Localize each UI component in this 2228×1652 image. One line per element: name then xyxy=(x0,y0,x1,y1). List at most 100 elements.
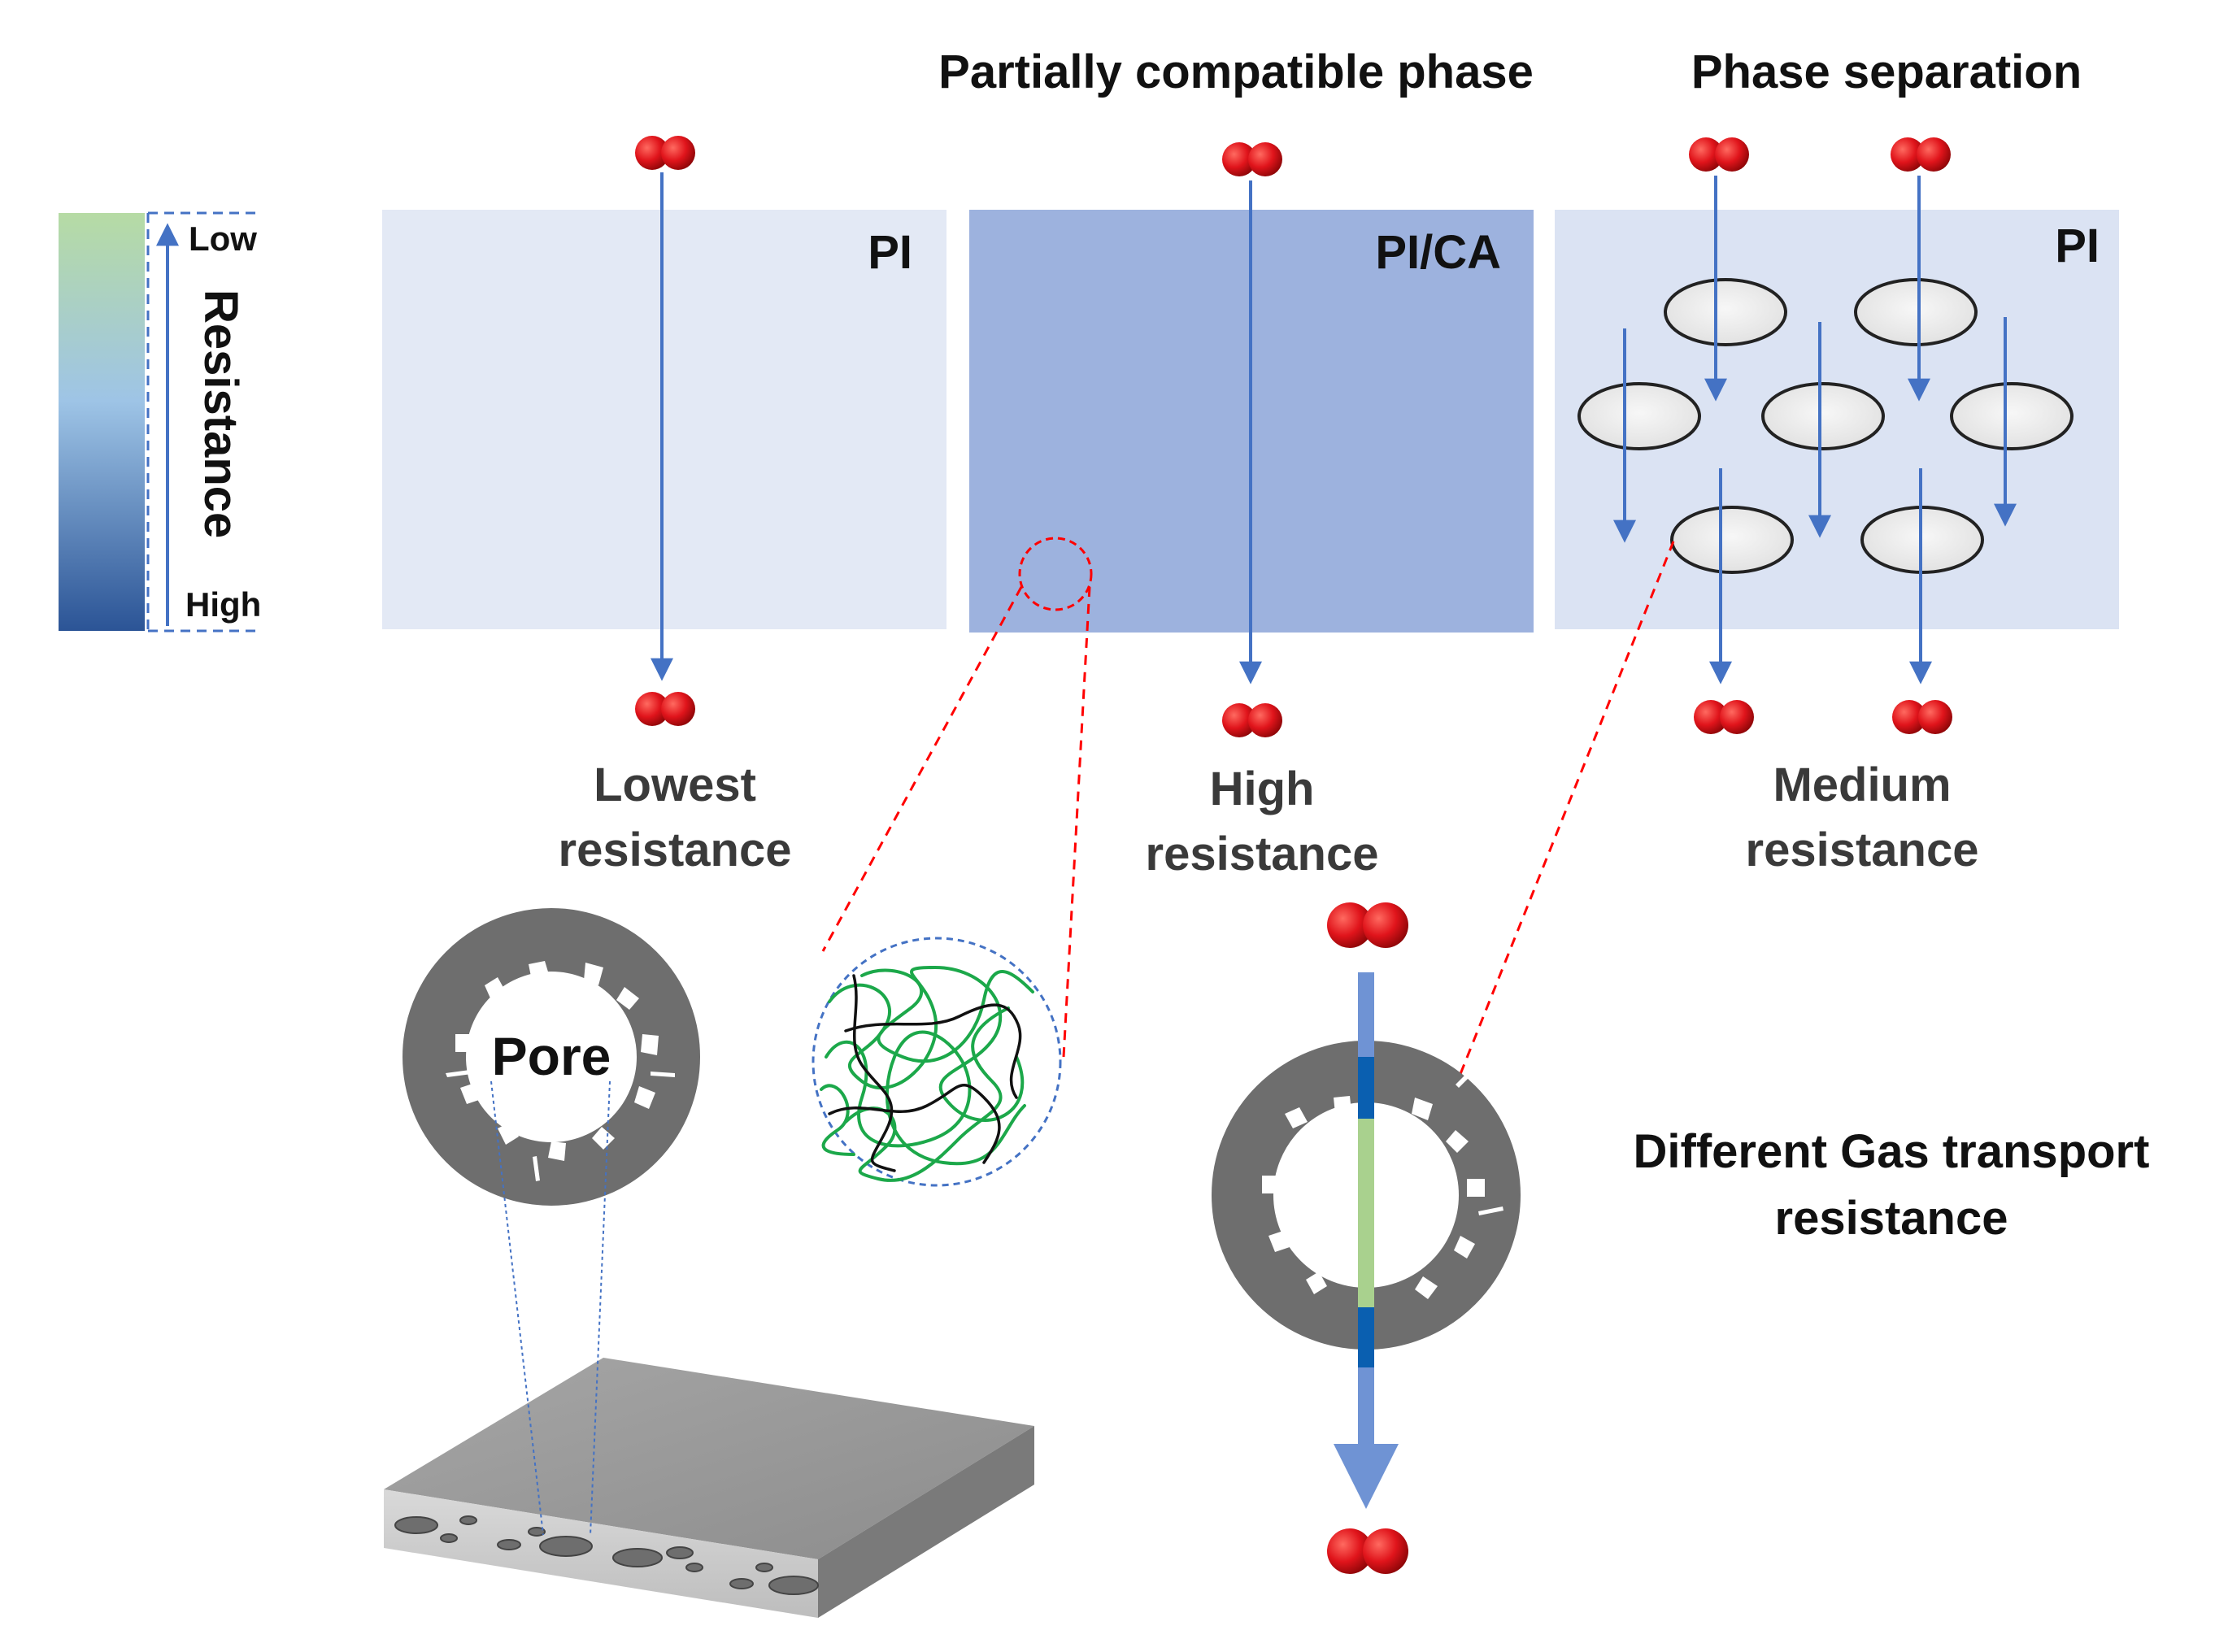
ring-void xyxy=(634,1086,655,1109)
pore-ring-left: Pore xyxy=(403,908,700,1206)
ring-void xyxy=(1285,1107,1308,1128)
high-resistance-segment xyxy=(1358,1307,1374,1367)
slab-pore xyxy=(729,1578,754,1589)
pi-left-block xyxy=(382,210,946,629)
slab-pore xyxy=(459,1515,477,1525)
gas-transport-line2: resistance xyxy=(1775,1192,2008,1245)
gas-molecule xyxy=(1689,137,1749,172)
phase-domains xyxy=(1577,278,2074,574)
ring-void xyxy=(455,1034,473,1052)
phase-gas-arrows xyxy=(1613,176,2017,685)
panel-pi-left: PI Lowest resistance xyxy=(382,136,946,876)
polymer-chain xyxy=(820,1084,855,1156)
phase-domain xyxy=(1950,382,2074,450)
pore-label: Pore xyxy=(492,1026,611,1086)
ring-void xyxy=(1262,1176,1280,1193)
heading-phase-separation: Phase separation xyxy=(1691,46,2082,98)
legend-low-label: Low xyxy=(189,220,257,258)
pi-left-caption-line2: resistance xyxy=(559,824,792,876)
zoom-lines xyxy=(821,541,1675,1095)
pi-left-caption-line1: Lowest xyxy=(594,759,756,811)
gas-transport-line1: Different Gas transport xyxy=(1634,1125,2150,1178)
green-polymer-chains xyxy=(820,965,1034,1182)
phase-domain xyxy=(1854,278,1978,346)
polymer-chain xyxy=(860,968,1034,1063)
ring-void xyxy=(641,1034,659,1055)
gas-molecule xyxy=(1891,137,1951,172)
ring-crack xyxy=(1456,1068,1475,1088)
zoom-line xyxy=(821,586,1023,952)
ring-void xyxy=(1454,1236,1475,1259)
legend-gradient-bar xyxy=(59,213,145,631)
pore-zoom-lines xyxy=(490,1080,611,1536)
ring-void xyxy=(529,961,550,980)
high-resistance-segment xyxy=(1358,1057,1374,1119)
pi-right-label: PI xyxy=(2055,220,2100,272)
gas-molecule xyxy=(1222,703,1282,737)
slab-pore xyxy=(440,1533,458,1543)
slab-pore xyxy=(394,1516,438,1534)
gas-molecule xyxy=(1694,700,1754,734)
phase-domain xyxy=(1761,382,1885,450)
slab-side-face xyxy=(818,1426,1034,1618)
ring-void xyxy=(1334,1096,1351,1114)
slab-pores xyxy=(394,1515,819,1595)
ring-void xyxy=(1306,1272,1327,1294)
low-resistance-segment xyxy=(1358,1119,1374,1307)
pi-right-caption-line1: Medium xyxy=(1773,759,1951,811)
panel-pi-right: PI Medium resistance xyxy=(1555,137,2119,876)
ring-void xyxy=(1268,1231,1290,1252)
ring-crack xyxy=(446,1070,472,1077)
ring-voids xyxy=(1262,1068,1503,1299)
zoom-line xyxy=(1451,541,1675,1095)
pi-left-label: PI xyxy=(868,226,912,279)
phase-domain xyxy=(1670,506,1794,574)
ring-void xyxy=(460,1083,481,1104)
ring-void xyxy=(616,987,639,1010)
ring-void xyxy=(1467,1179,1485,1197)
pi-ca-caption-line2: resistance xyxy=(1146,828,1379,880)
slab-pore xyxy=(528,1527,546,1537)
transport-arrow-head xyxy=(1334,1444,1399,1509)
slab-pore xyxy=(539,1536,593,1557)
pi-ca-caption-line1: High xyxy=(1210,763,1315,815)
resistance-legend: Low High Resistance xyxy=(59,211,261,633)
gas-molecule xyxy=(1222,142,1282,176)
panel-pi-ca: PI/CA High resistance xyxy=(969,142,1534,880)
gas-molecule xyxy=(1327,1528,1408,1574)
ring-void xyxy=(498,1122,519,1145)
membrane-slab xyxy=(384,1080,1034,1618)
ring-voids xyxy=(446,961,675,1181)
slab-pore xyxy=(612,1548,663,1567)
pi-ca-label: PI/CA xyxy=(1375,226,1501,279)
slab-pore xyxy=(768,1576,819,1595)
slab-front-face xyxy=(384,1489,818,1618)
polymer-chain xyxy=(852,974,896,1172)
legend-axis-label: Resistance xyxy=(194,289,247,538)
ring-void xyxy=(592,1127,615,1150)
ring-void xyxy=(1446,1130,1469,1153)
gas-transport-ring xyxy=(1212,902,1521,1574)
polymer-chain-magnifier xyxy=(812,937,1062,1187)
polymer-chain xyxy=(828,965,1025,1122)
slab-pore xyxy=(666,1546,694,1559)
pore-zoom-line xyxy=(590,1080,611,1536)
black-polymer-chains xyxy=(828,974,1022,1172)
pi-right-caption-line2: resistance xyxy=(1746,824,1979,876)
ring-void xyxy=(584,963,603,985)
polymer-chain xyxy=(828,1083,1001,1164)
slab-pore xyxy=(755,1563,773,1572)
ring-void xyxy=(1412,1098,1433,1120)
slab-top-face xyxy=(384,1358,1034,1559)
polymer-chain xyxy=(825,1030,1026,1166)
ring-crack xyxy=(651,1072,675,1077)
slab-pore xyxy=(497,1539,521,1550)
legend-high-label: High xyxy=(185,585,261,624)
ring-void xyxy=(548,1141,566,1161)
ring-void xyxy=(485,977,506,1000)
phase-domain xyxy=(1577,382,1701,450)
polymer-chain xyxy=(844,1003,1022,1099)
zoom-line xyxy=(1062,586,1091,1058)
